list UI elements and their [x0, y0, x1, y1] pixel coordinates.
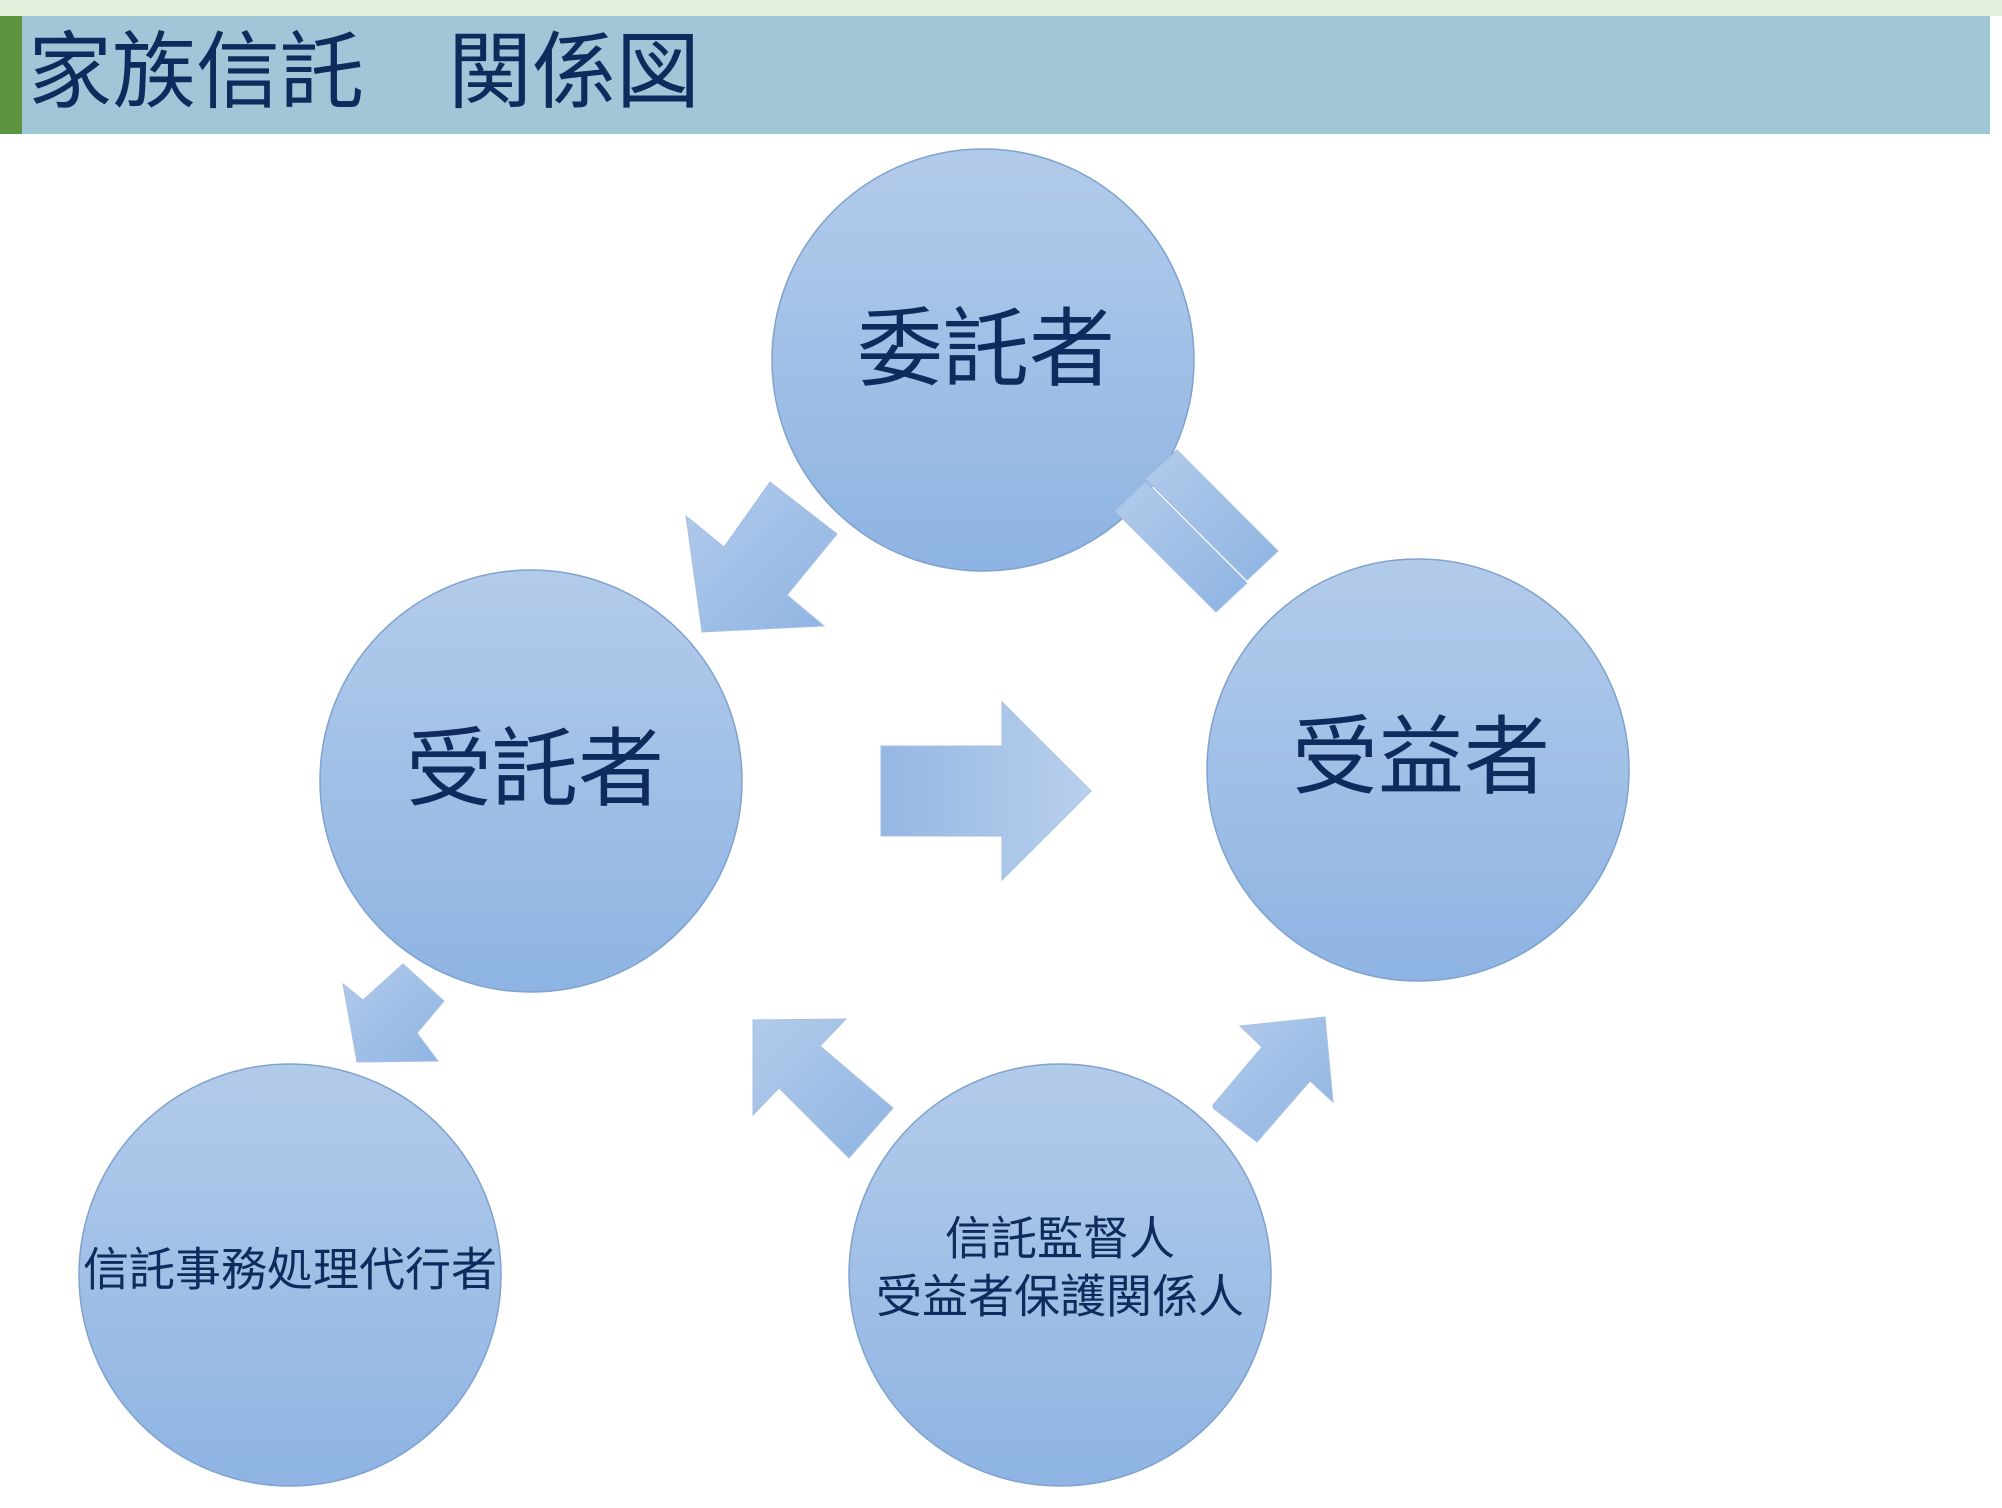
administrator-label: 信託事務処理代行者: [83, 1242, 497, 1297]
title-accent: [0, 16, 22, 134]
administrator-node: [78, 1063, 502, 1487]
supervisor-label-line-2: 受益者保護関係人: [876, 1269, 1244, 1323]
arrow-trustee-to-beneficiary: [880, 700, 1092, 882]
arrow-trustee-to-administrator: [342, 963, 445, 1063]
settlor-node: [771, 148, 1195, 572]
trustee-node: [319, 569, 743, 993]
supervisor-label-line-1: 信託監督人: [945, 1211, 1175, 1266]
settlor-label: 委託者: [857, 299, 1115, 400]
equals-sign-bar-1: [1145, 449, 1279, 581]
arrow-settlor-to-trustee: [685, 481, 838, 633]
beneficiary-node: [1206, 558, 1630, 982]
trustee-label: 受託者: [406, 719, 664, 820]
title-bar: 家族信託 関係図: [0, 16, 1990, 134]
supervisor-node: [848, 1063, 1272, 1487]
supervisor-label: 信託監督人 受益者保護関係人: [876, 1211, 1244, 1326]
arrow-supervisor-to-beneficiary: [1212, 1016, 1334, 1143]
arrow-supervisor-to-trustee-shape: [752, 1018, 894, 1159]
page-title: 家族信託 関係図: [28, 23, 701, 121]
top-strip: [0, 0, 2002, 16]
beneficiary-label: 受益者: [1292, 707, 1550, 808]
equals-sign-bar-2: [1114, 481, 1248, 613]
